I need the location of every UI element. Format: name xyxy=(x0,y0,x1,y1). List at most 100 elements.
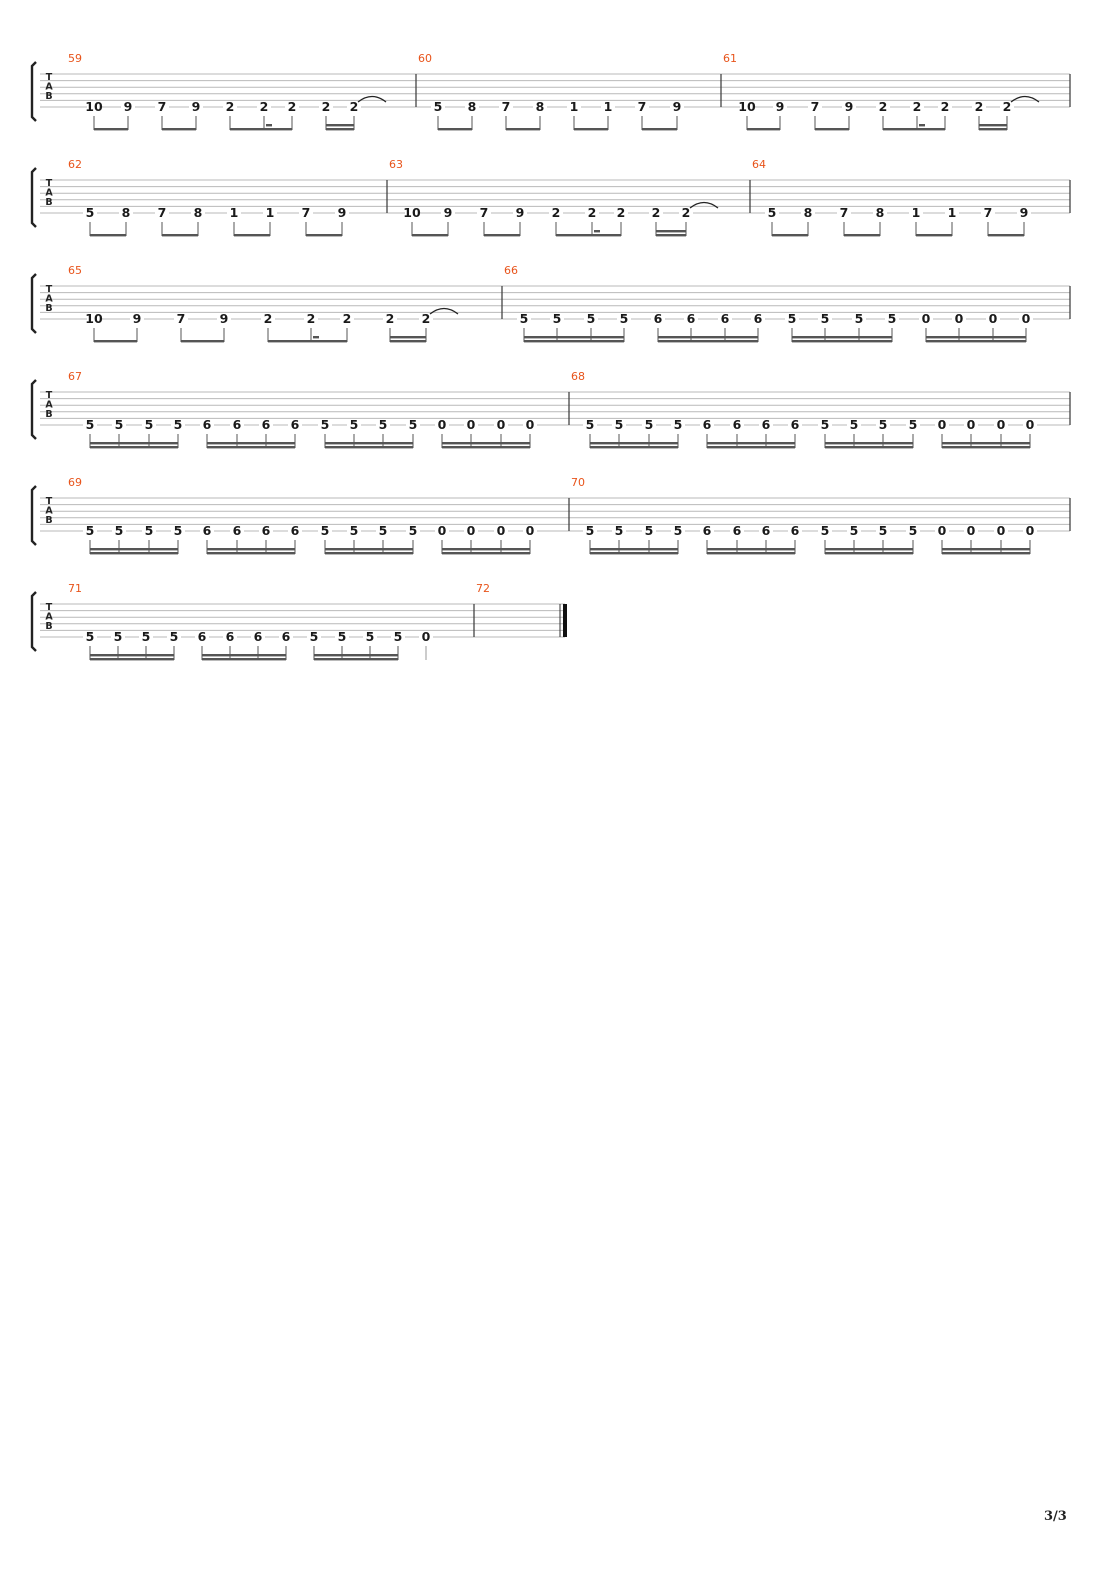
fret-number: 5 xyxy=(366,629,375,644)
fret-mask xyxy=(335,632,349,643)
fret-number: 6 xyxy=(762,523,771,538)
tie-arc xyxy=(357,95,387,103)
fret-mask xyxy=(906,420,920,431)
beam-secondary xyxy=(979,124,1007,127)
fret-mask xyxy=(612,526,626,537)
fret-mask xyxy=(477,208,491,219)
fret-mask xyxy=(139,632,153,643)
partial-beam xyxy=(919,124,925,127)
fret-mask xyxy=(142,526,156,537)
fret-mask xyxy=(257,102,271,113)
fret-number: 8 xyxy=(194,205,203,220)
fret-mask xyxy=(494,420,508,431)
fret-number: 7 xyxy=(158,205,167,220)
fret-number: 6 xyxy=(226,629,235,644)
fret-mask xyxy=(391,632,405,643)
fret-mask xyxy=(155,102,169,113)
fret-mask xyxy=(670,102,684,113)
fret-number: 9 xyxy=(192,99,201,114)
fret-mask xyxy=(288,526,302,537)
fret-number: 5 xyxy=(645,523,654,538)
fret-mask xyxy=(876,102,890,113)
fret-number: 5 xyxy=(855,311,864,326)
fret-mask xyxy=(1019,314,1033,325)
measure-number: 61 xyxy=(723,52,737,65)
fret-mask xyxy=(773,102,787,113)
fret-number: 5 xyxy=(768,205,777,220)
fret-number: 0 xyxy=(526,417,535,432)
beam xyxy=(230,128,292,131)
fret-number: 5 xyxy=(821,523,830,538)
beam xyxy=(90,552,178,555)
measure-number: 69 xyxy=(68,476,82,489)
fret-number: 5 xyxy=(142,629,151,644)
tab-clef-letter: T xyxy=(46,178,53,189)
beam xyxy=(484,234,520,237)
fret-number: 2 xyxy=(288,99,297,114)
fret-number: 5 xyxy=(645,417,654,432)
fret-mask xyxy=(318,420,332,431)
fret-mask xyxy=(700,526,714,537)
beam-secondary xyxy=(314,654,398,657)
fret-mask xyxy=(319,102,333,113)
measure-number: 60 xyxy=(418,52,432,65)
fret-number: 2 xyxy=(652,205,661,220)
fret-mask xyxy=(550,314,564,325)
fret-number: 10 xyxy=(85,311,103,326)
fret-number: 0 xyxy=(989,311,998,326)
fret-mask xyxy=(808,102,822,113)
beam xyxy=(658,340,758,343)
measure-number: 65 xyxy=(68,264,82,277)
fret-mask xyxy=(142,420,156,431)
fret-mask xyxy=(765,208,779,219)
fret-number: 2 xyxy=(588,205,597,220)
fret-number: 5 xyxy=(409,523,418,538)
fret-number: 1 xyxy=(266,205,275,220)
fret-mask xyxy=(651,314,665,325)
measure-number: 72 xyxy=(476,582,490,595)
fret-number: 1 xyxy=(230,205,239,220)
fret-mask xyxy=(759,420,773,431)
beam xyxy=(202,658,286,661)
beam-secondary xyxy=(825,442,913,445)
fret-mask xyxy=(347,102,361,113)
fret-number: 6 xyxy=(203,417,212,432)
fret-number: 0 xyxy=(955,311,964,326)
fret-number: 9 xyxy=(673,99,682,114)
fret-mask xyxy=(972,102,986,113)
fret-mask xyxy=(304,314,318,325)
fret-number: 6 xyxy=(654,311,663,326)
fret-number: 9 xyxy=(133,311,142,326)
beam-secondary xyxy=(90,654,174,657)
tab-clef-letter: A xyxy=(45,400,53,411)
fret-mask xyxy=(847,420,861,431)
fret-number: 2 xyxy=(386,311,395,326)
fret-mask xyxy=(261,314,275,325)
beam xyxy=(707,446,795,449)
fret-mask xyxy=(171,420,185,431)
fret-number: 6 xyxy=(791,523,800,538)
fret-mask xyxy=(994,420,1008,431)
fret-mask xyxy=(649,208,663,219)
fret-number: 5 xyxy=(788,311,797,326)
fret-number: 6 xyxy=(687,311,696,326)
fret-mask xyxy=(730,526,744,537)
beam-secondary xyxy=(207,548,295,551)
system-bracket xyxy=(30,273,37,334)
fret-mask xyxy=(718,314,732,325)
beam xyxy=(268,340,347,343)
fret-mask xyxy=(909,208,923,219)
fret-mask xyxy=(847,526,861,537)
fret-number: 6 xyxy=(703,417,712,432)
fret-number: 9 xyxy=(845,99,854,114)
fret-mask xyxy=(499,102,513,113)
fret-number: 1 xyxy=(570,99,579,114)
fret-mask xyxy=(299,208,313,219)
fret-number: 0 xyxy=(422,629,431,644)
tab-clef-letter: B xyxy=(45,91,52,102)
fret-number: 5 xyxy=(338,629,347,644)
fret-number: 5 xyxy=(850,417,859,432)
beam-secondary xyxy=(326,124,354,127)
fret-mask xyxy=(549,208,563,219)
